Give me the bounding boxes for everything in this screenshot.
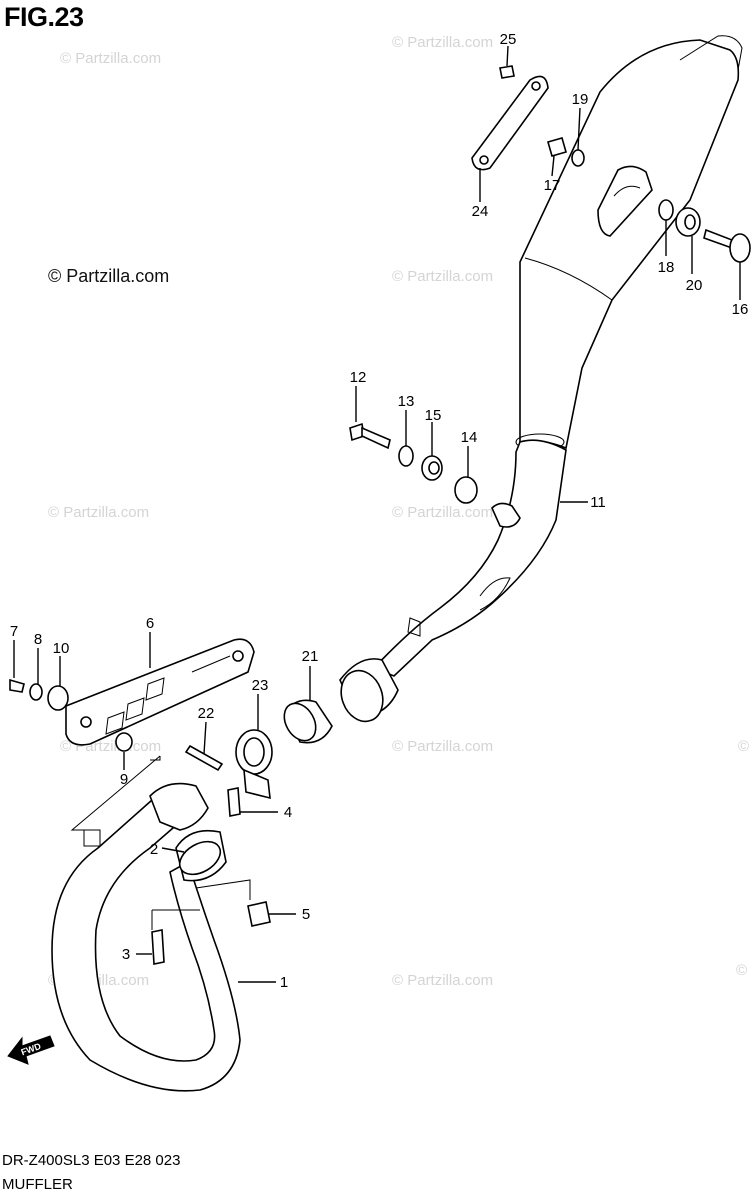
watermark: © Partzilla.com — [48, 504, 150, 521]
callout-14: 14 — [461, 429, 478, 446]
callout-1: 1 — [280, 974, 288, 991]
callout-11: 11 — [590, 494, 606, 511]
forward-label: FWD — [20, 1041, 43, 1058]
figure-title: FIG.23 — [4, 2, 84, 32]
callout-13: 13 — [398, 393, 415, 410]
callout-22: 22 — [198, 705, 215, 722]
callout-5: 5 — [302, 906, 310, 923]
callout-9: 9 — [120, 771, 128, 788]
fasteners — [9, 65, 751, 965]
model-code: DR-Z400SL3 E03 E28 023 — [2, 1152, 181, 1169]
watermark: © Partzilla.com — [60, 50, 162, 67]
callout-21: 21 — [302, 648, 319, 665]
callout-10: 10 — [53, 640, 70, 657]
watermark: © — [736, 962, 748, 979]
callout-4: 4 — [284, 804, 292, 821]
watermark: © Partzilla.com — [392, 738, 494, 755]
callout-16: 16 — [732, 301, 749, 318]
leader-lines — [13, 45, 741, 983]
watermark: © Partzilla.com — [392, 972, 494, 989]
callout-3: 3 — [122, 946, 130, 963]
callout-18: 18 — [658, 259, 675, 276]
callout-24: 24 — [472, 203, 489, 220]
bracket — [65, 638, 255, 746]
callout-2: 2 — [150, 841, 158, 858]
watermark: © Partzilla.com — [392, 504, 494, 521]
watermark: © Partzilla.com — [392, 34, 494, 51]
callout-15: 15 — [425, 407, 442, 424]
watermark: © Partzilla.com — [392, 268, 494, 285]
forward-arrow-icon: FWD — [7, 1035, 55, 1065]
muffler — [339, 35, 743, 723]
callout-6: 6 — [146, 615, 154, 632]
watermark: © Partzilla.com — [48, 266, 170, 286]
callout-23: 23 — [252, 677, 269, 694]
watermark: © — [738, 738, 750, 755]
callout-20: 20 — [686, 277, 703, 294]
callout-8: 8 — [34, 631, 42, 648]
section-name: MUFFLER — [2, 1176, 73, 1193]
callout-17: 17 — [544, 177, 561, 194]
callout-25: 25 — [500, 31, 517, 48]
callout-7: 7 — [10, 623, 18, 640]
callout-labels: 25 24 19 17 18 20 16 11 12 13 15 14 7 8 … — [10, 31, 749, 991]
callout-19: 19 — [572, 91, 589, 108]
exhaust-pipe — [51, 782, 241, 1092]
callout-12: 12 — [350, 369, 367, 386]
